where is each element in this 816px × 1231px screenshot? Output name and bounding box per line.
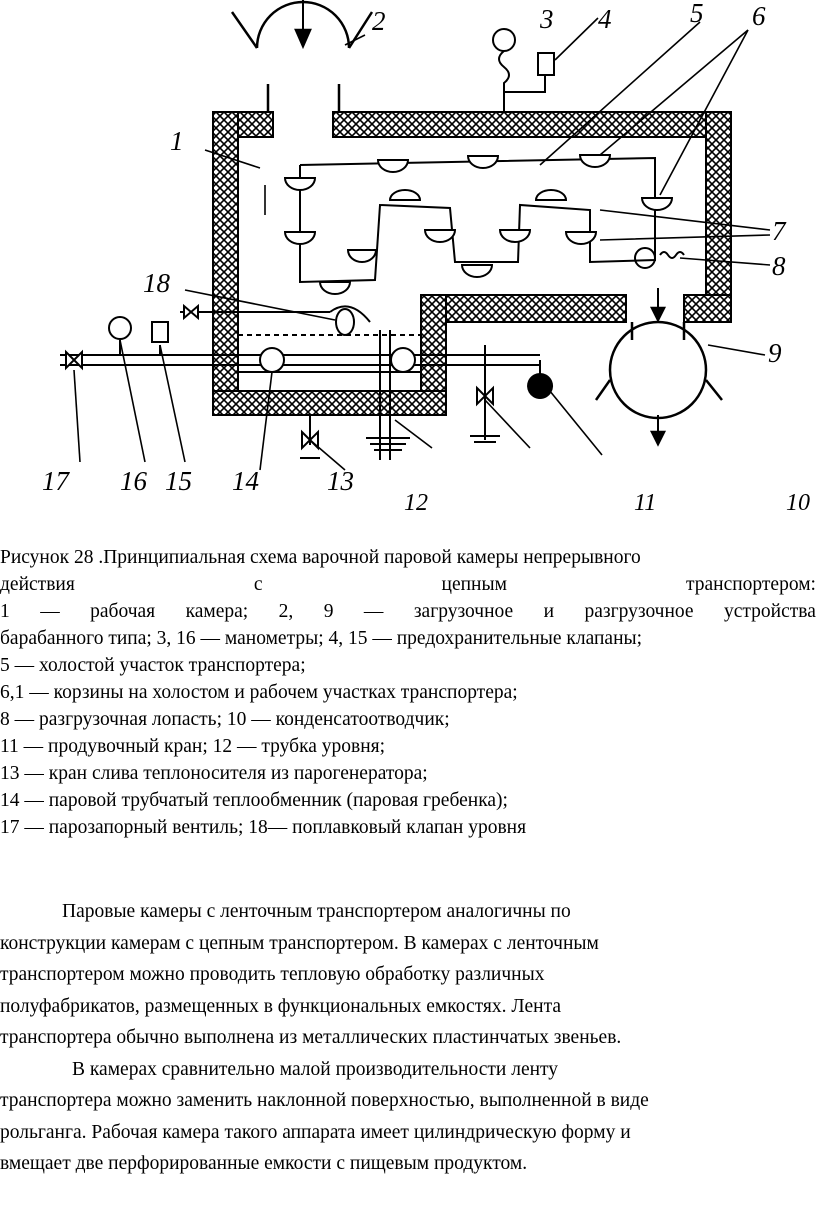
schematic-figure: 2 3 4 5 6 1 7 8 9 18 17 16 15 14 13 12 1… <box>0 0 816 525</box>
paragraph-line: полуфабрикатов, размещенных в функционал… <box>0 995 561 1017</box>
caption-line-justified: 1 — рабочая камера; 2, 9 — загрузочное и… <box>0 598 816 625</box>
conveyor-chain <box>299 156 656 284</box>
caption-word: — <box>40 601 60 622</box>
label-16: 16 <box>120 466 148 496</box>
caption-line: Рисунок 28 .Принципиальная схема варочно… <box>0 547 641 568</box>
label-10: 10 <box>786 490 810 516</box>
caption-word: действия <box>0 574 75 595</box>
steam-pipes <box>60 305 541 460</box>
paragraph-line: вмещает две перфорированные емкости с пи… <box>0 1153 528 1174</box>
label-3: 3 <box>539 4 554 34</box>
caption-line: 5 — холостой участок транспортера; <box>0 655 306 676</box>
label-15: 15 <box>165 466 192 496</box>
caption-line: 6,1 — корзины на холостом и рабочем учас… <box>0 682 518 703</box>
unloading-drum <box>594 288 723 447</box>
label-6: 6 <box>752 1 766 31</box>
caption-word: рабочая <box>90 601 156 622</box>
top-gauge-and-valve <box>492 28 555 112</box>
schematic-drawing: 2 3 4 5 6 1 7 8 9 18 17 16 15 14 13 <box>42 0 787 496</box>
caption-line: 8 — разгрузочная лопасть; 10 — конденсат… <box>0 709 450 730</box>
caption-word: с <box>253 574 263 595</box>
caption-line: 11 — продувочный кран; 12 — трубка уровн… <box>0 736 386 757</box>
label-2: 2 <box>372 6 386 36</box>
caption-word: цепным <box>441 574 507 595</box>
label-8: 8 <box>772 251 786 281</box>
caption-word: 1 <box>0 601 10 622</box>
caption-line: 13 — кран слива теплоносителя из пароген… <box>0 763 428 784</box>
caption-word: и <box>543 601 555 622</box>
label-5: 5 <box>690 0 704 28</box>
unloading-blade <box>634 247 685 269</box>
label-11: 11 <box>634 490 657 516</box>
label-12: 12 <box>404 490 428 516</box>
label-14: 14 <box>232 466 259 496</box>
caption-word: 2, <box>278 601 294 622</box>
caption-word: 9 <box>323 601 334 622</box>
caption-line: 17 — парозапорный вентиль; 18— поплавков… <box>0 817 527 838</box>
paragraph-line: В камерах сравнительно малой производите… <box>72 1058 559 1080</box>
paragraph-line: конструкции камерам с цепным транспортер… <box>0 932 599 954</box>
paragraph-line: рольганга. Рабочая камера такого аппарат… <box>0 1121 631 1143</box>
caption-word: разгрузочное <box>584 601 694 622</box>
label-13: 13 <box>327 466 354 496</box>
figure-caption: Рисунок 28 .Принципиальная схема варочно… <box>0 544 816 841</box>
caption-line-justified: действия с цепным транспортером: <box>0 571 816 598</box>
conveyor-baskets <box>283 154 674 295</box>
caption-word: транспортером: <box>685 574 816 595</box>
label-18: 18 <box>143 268 171 298</box>
caption-word: загрузочное <box>413 601 514 622</box>
loading-drum <box>230 0 374 112</box>
caption-word: устройства <box>724 601 816 622</box>
caption-word: — <box>363 601 384 622</box>
caption-line: 14 — паровой трубчатый теплообменник (па… <box>0 790 508 811</box>
body-text: Паровые камеры с ленточным транспортером… <box>0 896 816 1180</box>
paragraph-line: транспортера обычно выполнена из металли… <box>0 1027 622 1048</box>
ground-marks <box>300 435 500 459</box>
label-7: 7 <box>772 216 787 246</box>
paragraph-line: транспортера можно заменить наклонной по… <box>0 1090 649 1111</box>
paragraph-line: Паровые камеры с ленточным транспортером… <box>62 901 571 922</box>
label-4: 4 <box>598 4 612 34</box>
chamber-insulation <box>212 111 732 416</box>
leader-lines <box>73 17 771 471</box>
paragraph-line: транспортером можно проводить тепловую о… <box>0 964 545 985</box>
caption-line: барабанного типа; 3, 16 — манометры; 4, … <box>0 628 643 649</box>
label-17: 17 <box>42 466 71 496</box>
caption-word: камера; <box>185 601 249 622</box>
label-1: 1 <box>170 126 184 156</box>
label-9: 9 <box>768 338 782 368</box>
